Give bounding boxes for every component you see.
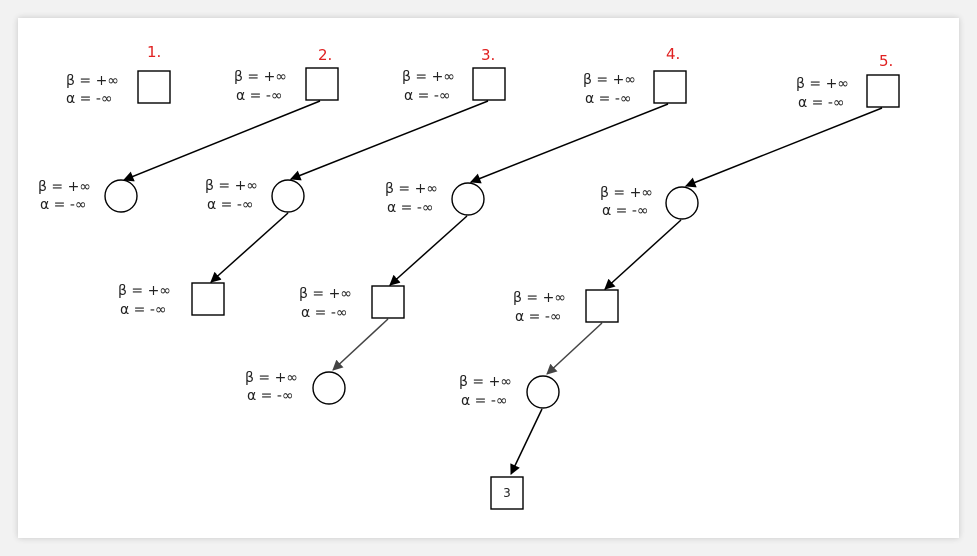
beta-label: β = +∞ <box>583 72 636 88</box>
step-label-5: 5. <box>879 52 893 70</box>
edge <box>290 100 489 181</box>
leaf-value: 3 <box>503 486 511 500</box>
max-node <box>191 282 225 316</box>
step-5-tree: β = +∞ α = -∞ β = +∞ α = -∞ β = +∞ α = -… <box>459 74 900 510</box>
leaf-node <box>490 476 524 510</box>
min-node <box>104 179 138 213</box>
beta-label: β = +∞ <box>459 374 512 390</box>
max-node <box>472 67 506 101</box>
max-node <box>866 74 900 108</box>
max-node <box>371 285 405 319</box>
max-node <box>585 289 619 323</box>
alpha-label: α = -∞ <box>301 305 348 321</box>
beta-label: β = +∞ <box>402 69 455 85</box>
beta-label: β = +∞ <box>513 290 566 306</box>
step-label-3: 3. <box>481 46 495 64</box>
edge <box>332 318 389 371</box>
beta-label: β = +∞ <box>234 69 287 85</box>
beta-label: β = +∞ <box>796 76 849 92</box>
alpha-label: α = -∞ <box>247 388 294 404</box>
alpha-label: α = -∞ <box>585 91 632 107</box>
alpha-label: α = -∞ <box>207 197 254 213</box>
edge <box>210 212 289 283</box>
min-node <box>526 375 560 409</box>
alpha-label: α = -∞ <box>515 309 562 325</box>
edge <box>685 107 883 188</box>
max-node <box>653 70 687 104</box>
alpha-label: α = -∞ <box>66 91 113 107</box>
step-2-tree: β = +∞ α = -∞ β = +∞ α = -∞ <box>38 67 339 213</box>
beta-label: β = +∞ <box>245 370 298 386</box>
edge <box>389 215 468 286</box>
min-node <box>451 182 485 216</box>
alpha-label: α = -∞ <box>602 203 649 219</box>
beta-label: β = +∞ <box>299 286 352 302</box>
min-node <box>271 179 305 213</box>
beta-label: β = +∞ <box>600 185 653 201</box>
beta-label: β = +∞ <box>205 178 258 194</box>
diagram-canvas <box>18 18 959 538</box>
edge <box>470 103 669 184</box>
beta-label: β = +∞ <box>385 181 438 197</box>
alpha-label: α = -∞ <box>387 200 434 216</box>
beta-label: β = +∞ <box>118 283 171 299</box>
step-1-tree: β = +∞ α = -∞ <box>66 70 171 107</box>
edge <box>546 322 603 375</box>
min-node <box>312 371 346 405</box>
step-label-4: 4. <box>666 45 680 63</box>
alpha-label: α = -∞ <box>40 197 87 213</box>
step-4-tree: β = +∞ α = -∞ β = +∞ α = -∞ β = +∞ α = -… <box>245 70 687 405</box>
step-label-1: 1. <box>147 43 161 61</box>
edge <box>123 100 321 182</box>
beta-label: β = +∞ <box>38 179 91 195</box>
alpha-label: α = -∞ <box>798 95 845 111</box>
beta-label: β = +∞ <box>66 73 119 89</box>
step-label-2: 2. <box>318 46 332 64</box>
step-3-tree: β = +∞ α = -∞ β = +∞ α = -∞ β = +∞ α = -… <box>118 67 506 318</box>
edge <box>510 408 543 475</box>
max-node <box>137 70 171 104</box>
min-node <box>665 186 699 220</box>
alpha-label: α = -∞ <box>236 88 283 104</box>
alpha-label: α = -∞ <box>461 393 508 409</box>
edge <box>604 219 682 290</box>
max-node <box>305 67 339 101</box>
alpha-label: α = -∞ <box>404 88 451 104</box>
alpha-label: α = -∞ <box>120 302 167 318</box>
